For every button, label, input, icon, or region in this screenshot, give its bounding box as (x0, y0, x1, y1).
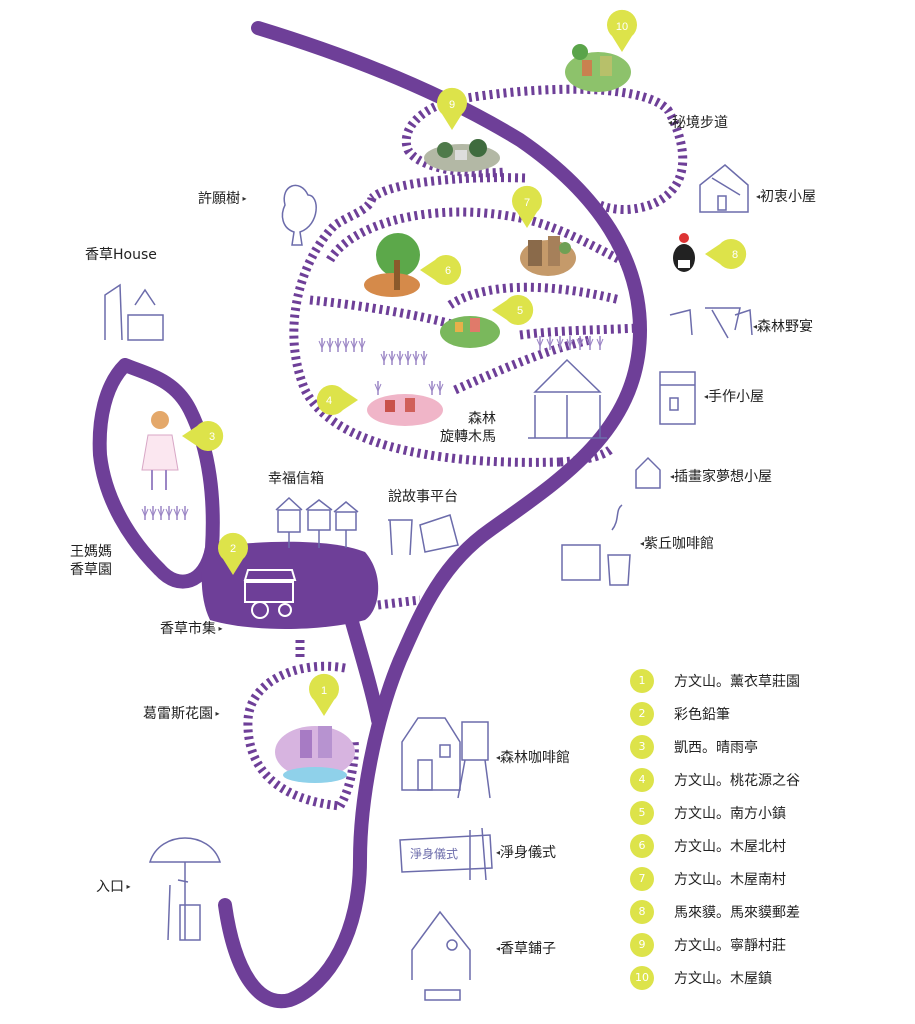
label-carousel[interactable]: 森林 旋轉木馬 (440, 410, 496, 446)
label-greys-garden[interactable]: 葛雷斯花園 (143, 705, 220, 723)
marker-9-label: 9 (449, 99, 455, 111)
village-6-illustration (364, 233, 420, 297)
label-wishing-tree[interactable]: 許願樹 (198, 190, 247, 208)
label-story-platform[interactable]: 說故事平台 (388, 489, 458, 505)
marker-5-label: 5 (517, 305, 523, 317)
marker-3-label: 3 (209, 431, 215, 443)
marker-4-label: 4 (326, 395, 332, 407)
label-herb-shop[interactable]: 香草鋪子 (496, 940, 556, 958)
marker-10-label: 10 (616, 21, 628, 33)
label-wang-line2: 香草園 (70, 562, 112, 578)
village-9-illustration (424, 139, 500, 172)
legend-badge: 3 (630, 734, 654, 759)
legend-text: 馬來貘。馬來貘郵差 (674, 904, 800, 921)
legend-text: 方文山。南方小鎮 (674, 805, 786, 822)
label-wang-herb-garden[interactable]: 王媽媽 香草園 (70, 543, 112, 579)
label-first-cabin[interactable]: 初衷小屋 (756, 188, 816, 206)
marker-4[interactable]: 4 (316, 385, 358, 415)
tapir-8-illustration (673, 233, 695, 272)
label-forest-cafe[interactable]: 森林咖啡館 (496, 749, 570, 767)
marker-2-label: 2 (230, 543, 236, 555)
label-forest-picnic[interactable]: 森林野宴 (753, 318, 813, 336)
herb-market-blob (201, 541, 379, 629)
legend-badge: 7 (630, 866, 654, 891)
legend-text: 方文山。桃花源之谷 (674, 772, 800, 789)
legend-text: 彩色鉛筆 (674, 706, 730, 723)
marker-8-label: 8 (732, 249, 738, 261)
label-carousel-line2: 旋轉木馬 (440, 429, 496, 445)
marker-1[interactable]: 1 (309, 673, 340, 716)
legend-text: 方文山。木屋北村 (674, 838, 786, 855)
label-secret-trail[interactable]: 秘境步道 (668, 114, 728, 132)
marker-9[interactable]: 9 (437, 87, 467, 130)
legend-text: 方文山。木屋南村 (674, 871, 786, 888)
label-mailbox[interactable]: 幸福信箱 (268, 471, 324, 487)
village-10-illustration (565, 44, 631, 92)
label-zigiu-cafe[interactable]: 紫丘咖啡館 (640, 535, 714, 553)
label-herb-market[interactable]: 香草市集 (160, 620, 223, 638)
legend-text: 方文山。木屋鎮 (674, 970, 772, 987)
legend-badge: 6 (630, 833, 654, 858)
legend-text: 方文山。薰衣草莊園 (674, 673, 800, 690)
lavender-manor-1-illustration (275, 726, 355, 783)
legend-badge: 4 (630, 767, 654, 792)
label-illustrator-house[interactable]: 插畫家夢想小屋 (670, 468, 772, 486)
purify-sign-text: 淨身儀式 (410, 847, 459, 861)
marker-10[interactable]: 10 (607, 9, 638, 53)
legend-item[interactable]: 4 方文山。桃花源之谷 (630, 763, 910, 796)
label-herb-house[interactable]: 香草House (85, 247, 157, 263)
village-7-illustration (520, 236, 576, 276)
legend-item[interactable]: 9 方文山。寧靜村莊 (630, 928, 910, 961)
marker-2[interactable]: 2 (218, 532, 249, 575)
legend-badge: 5 (630, 800, 654, 825)
label-wang-line1: 王媽媽 (70, 544, 112, 560)
legend-item[interactable]: 10 方文山。木屋鎮 (630, 961, 910, 994)
marker-8[interactable]: 8 (705, 239, 747, 269)
legend-item[interactable]: 3 凱西。晴雨亭 (630, 730, 910, 763)
girl-3-illustration (141, 411, 179, 490)
legend: 1 方文山。薰衣草莊園 2 彩色鉛筆 3 凱西。晴雨亭 4 方文山。桃花源之谷 5 方文山… (630, 664, 910, 994)
legend-badge: 2 (630, 701, 654, 726)
legend-badge: 8 (630, 899, 654, 924)
marker-6-label: 6 (445, 265, 451, 277)
legend-item[interactable]: 1 方文山。薰衣草莊園 (630, 664, 910, 697)
sketches (104, 164, 753, 1001)
village-4-illustration (367, 380, 444, 426)
legend-text: 方文山。寧靜村莊 (674, 937, 786, 954)
marker-7-label: 7 (524, 197, 530, 209)
legend-badge: 9 (630, 932, 654, 957)
legend-item[interactable]: 7 方文山。木屋南村 (630, 862, 910, 895)
legend-badge: 1 (630, 668, 654, 693)
label-entrance[interactable]: 入口 (96, 878, 131, 896)
marker-3[interactable]: 3 (182, 421, 224, 452)
label-handmade-cabin[interactable]: 手作小屋 (704, 388, 764, 406)
legend-item[interactable]: 6 方文山。木屋北村 (630, 829, 910, 862)
marker-5[interactable]: 5 (492, 295, 534, 325)
markers[interactable]: 10 9 7 8 6 5 4 3 (182, 9, 747, 716)
legend-text: 凱西。晴雨亭 (674, 739, 758, 756)
legend-item[interactable]: 5 方文山。南方小鎮 (630, 796, 910, 829)
village-5-illustration (440, 316, 500, 348)
label-purify[interactable]: 淨身儀式 (496, 844, 556, 862)
legend-badge: 10 (630, 965, 654, 990)
dashed-trails (243, 84, 688, 811)
legend-item[interactable]: 8 馬來貘。馬來貘郵差 (630, 895, 910, 928)
marker-6[interactable]: 6 (420, 254, 462, 285)
legend-item[interactable]: 2 彩色鉛筆 (630, 697, 910, 730)
label-carousel-line1: 森林 (468, 411, 496, 427)
main-path (92, 21, 648, 1009)
herb-cart-icon (243, 569, 297, 619)
marker-7[interactable]: 7 (512, 185, 542, 228)
marker-1-label: 1 (321, 685, 327, 697)
